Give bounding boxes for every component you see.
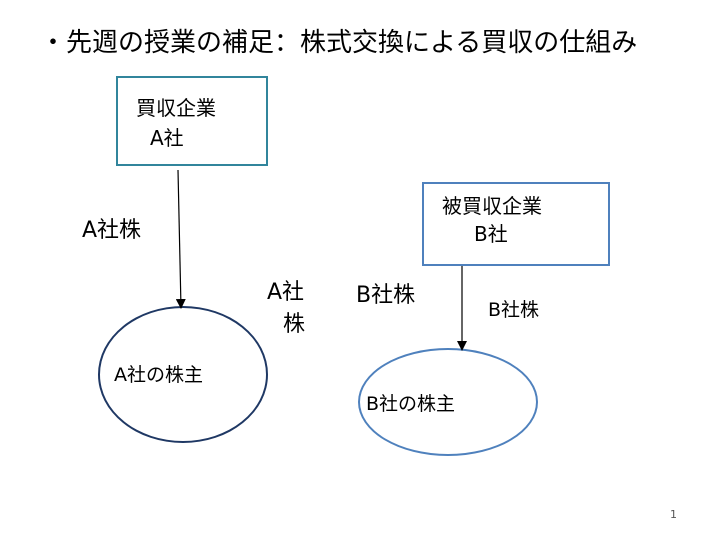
page-number: 1 — [670, 508, 677, 521]
acquirer-role-label: 買収企業 — [136, 96, 216, 120]
acquirer-company-box: 買収企業 A社 — [116, 76, 268, 166]
exchange-b-stock-label: B社株 — [356, 283, 416, 308]
target-name-label: B社 — [474, 222, 508, 246]
a-stock-label: A社株 — [82, 218, 142, 243]
acquirer-name-label: A社 — [150, 126, 184, 150]
b-shareholders-label: B社の株主 — [366, 393, 456, 415]
a-shareholders-label: A社の株主 — [114, 364, 203, 386]
a-shareholders-ellipse: A社の株主 — [98, 306, 268, 443]
b-shareholders-ellipse: B社の株主 — [358, 348, 538, 456]
target-role-label: 被買収企業 — [442, 194, 542, 218]
target-company-box: 被買収企業 B社 — [422, 182, 610, 266]
slide-title: ・先週の授業の補足：株式交換による買収の仕組み — [40, 28, 638, 58]
a-stock-arrow — [175, 169, 186, 309]
exchange-a-stock-label: A社 株 — [267, 277, 305, 341]
b-stock-label: B社株 — [488, 299, 540, 321]
exchange-a-stock-line1: A社 — [267, 280, 305, 305]
exchange-a-stock-line2: 株 — [283, 312, 306, 337]
